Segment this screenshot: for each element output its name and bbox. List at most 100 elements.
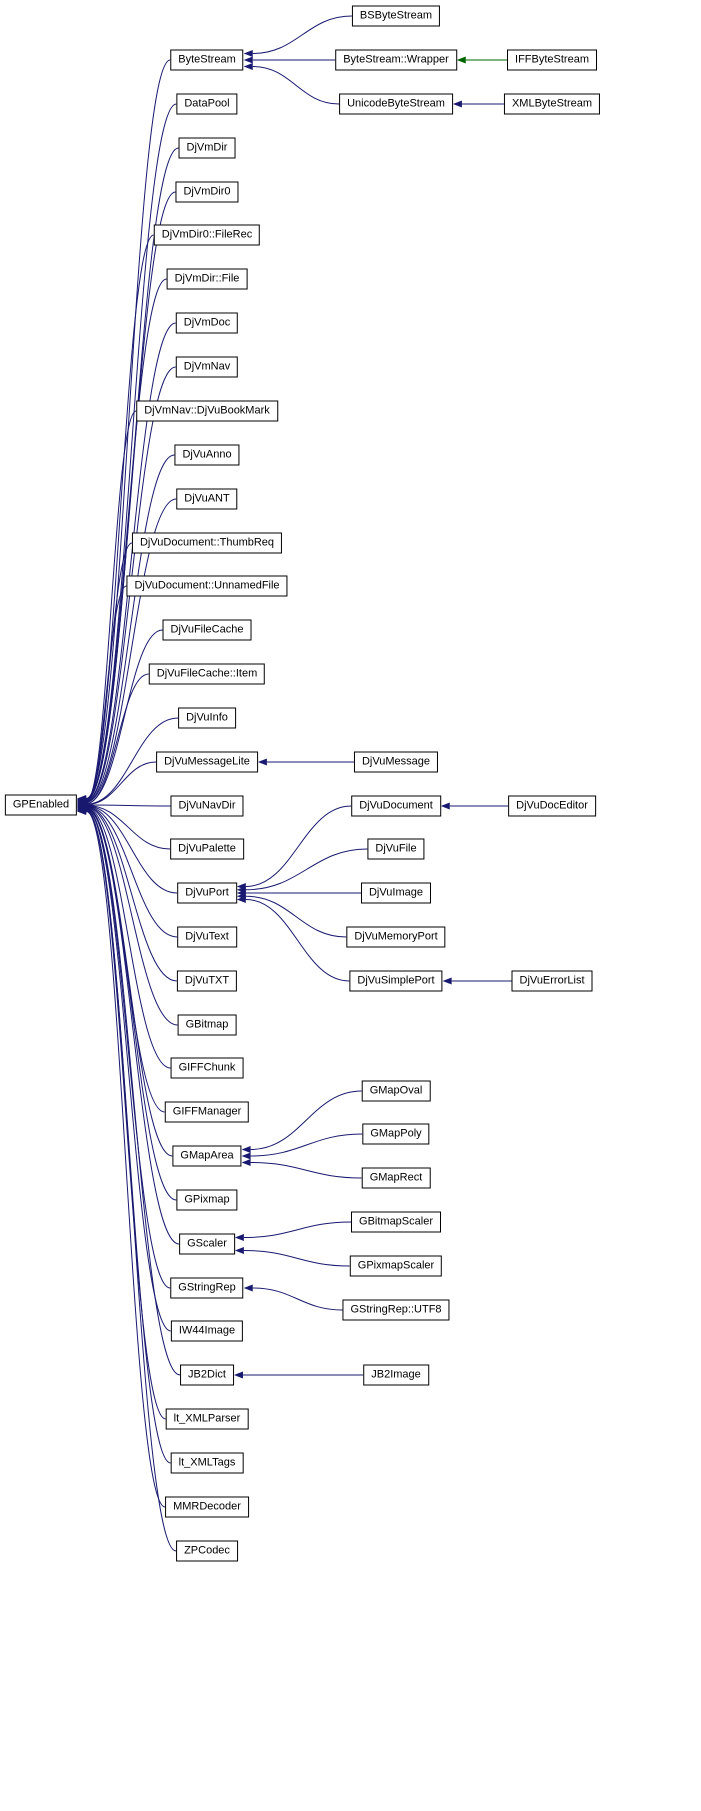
inheritance-edge xyxy=(245,848,368,891)
inheritance-edge xyxy=(243,1250,350,1267)
class-node-djvmnav-djvubookmark[interactable]: DjVmNav::DjVuBookMark xyxy=(136,400,278,422)
class-node-unicodebytestream[interactable]: UnicodeByteStream xyxy=(339,93,453,115)
class-node-gpixmap[interactable]: GPixmap xyxy=(176,1189,238,1211)
inheritance-edge xyxy=(252,15,352,54)
class-node-djvuimage[interactable]: DjVuImage xyxy=(360,882,432,904)
inheritance-arrowhead-icon xyxy=(234,1247,244,1254)
inheritance-edge xyxy=(86,454,175,803)
class-node-djvufilecache[interactable]: DjVuFileCache xyxy=(162,619,252,641)
class-node-djvuerrorlist[interactable]: DjVuErrorList xyxy=(511,970,593,992)
class-node-iw44image[interactable]: IW44Image xyxy=(170,1320,244,1342)
class-node-iffbytestream[interactable]: IFFByteStream xyxy=(507,49,597,71)
class-node-gbitmap[interactable]: GBitmap xyxy=(177,1014,237,1036)
class-node-djvupalette[interactable]: DjVuPalette xyxy=(170,838,244,860)
class-node-djvudocument[interactable]: DjVuDocument xyxy=(351,795,441,817)
inheritance-edge xyxy=(86,806,177,982)
inheritance-edge xyxy=(86,808,180,1245)
inheritance-arrowhead-icon xyxy=(241,1146,251,1153)
class-node-gbitmapscaler[interactable]: GBitmapScaler xyxy=(351,1211,441,1233)
inheritance-arrowhead-icon xyxy=(257,758,267,766)
inheritance-arrowhead-icon xyxy=(234,1234,244,1241)
inheritance-arrowhead-icon xyxy=(452,100,462,108)
class-node-bsbytestream[interactable]: BSByteStream xyxy=(351,5,441,27)
class-node-gmapoval[interactable]: GMapOval xyxy=(361,1080,431,1102)
class-node-djvmdir[interactable]: DjVmDir xyxy=(178,137,236,159)
class-node-djvmdir0[interactable]: DjVmDir0 xyxy=(175,181,239,203)
class-node-djvutext[interactable]: DjVuText xyxy=(177,926,237,948)
inheritance-edge xyxy=(85,585,127,804)
class-node-djvmdir0-filerec[interactable]: DjVmDir0::FileRec xyxy=(153,224,261,246)
inheritance-edge xyxy=(250,1133,363,1157)
inheritance-edge xyxy=(252,66,340,105)
inheritance-edge xyxy=(86,717,179,805)
inheritance-edge xyxy=(85,410,137,803)
class-node-jb2image[interactable]: JB2Image xyxy=(363,1364,429,1386)
class-node-djvusimpleport[interactable]: DjVuSimplePort xyxy=(349,970,443,992)
inheritance-arrowhead-icon xyxy=(440,802,450,810)
class-node-djvumessage[interactable]: DjVuMessage xyxy=(353,751,439,773)
class-node-bytestream[interactable]: ByteStream xyxy=(170,49,244,71)
class-node-djvmdir-file[interactable]: DjVmDir::File xyxy=(166,268,248,290)
class-node-lt-xmltags[interactable]: lt_XMLTags xyxy=(170,1452,244,1474)
class-node-gmaparea[interactable]: GMapArea xyxy=(172,1145,242,1167)
class-node-djvumessagelite[interactable]: DjVuMessageLite xyxy=(156,751,258,773)
class-node-djvuant[interactable]: DjVuANT xyxy=(176,488,238,510)
class-node-giffmanager[interactable]: GIFFManager xyxy=(164,1101,250,1123)
class-node-lt-xmlparser[interactable]: lt_XMLParser xyxy=(165,1408,249,1430)
class-node-gscaler[interactable]: GScaler xyxy=(179,1233,235,1255)
inheritance-arrowhead-icon xyxy=(243,1284,253,1292)
class-node-gpenabled[interactable]: GPEnabled xyxy=(4,794,78,816)
class-node-giffchunk[interactable]: GIFFChunk xyxy=(170,1057,244,1079)
inheritance-edge xyxy=(85,810,166,1508)
inheritance-edge xyxy=(85,103,177,800)
class-node-zpcodec[interactable]: ZPCodec xyxy=(176,1540,238,1562)
class-node-djvuport[interactable]: DjVuPort xyxy=(177,882,237,904)
inheritance-edge xyxy=(86,804,171,850)
inheritance-edge xyxy=(86,498,177,803)
class-node-gstringrep[interactable]: GStringRep xyxy=(170,1277,244,1299)
class-node-djvumemoryport[interactable]: DjVuMemoryPort xyxy=(346,926,446,948)
class-node-djvudocument-unnamedfile[interactable]: DjVuDocument::UnnamedFile xyxy=(126,575,288,597)
inheritance-edge xyxy=(85,278,167,801)
class-node-djvuanno[interactable]: DjVuAnno xyxy=(174,444,240,466)
class-node-datapool[interactable]: DataPool xyxy=(176,93,238,115)
inheritance-edge xyxy=(86,673,149,805)
class-node-gpixmapscaler[interactable]: GPixmapScaler xyxy=(349,1255,443,1277)
inheritance-edge xyxy=(245,899,350,982)
class-node-djvmnav[interactable]: DjVmNav xyxy=(175,356,239,378)
inheritance-edge xyxy=(250,1162,362,1179)
inheritance-edge xyxy=(245,895,347,938)
inheritance-edge xyxy=(86,804,171,807)
class-node-djvuinfo[interactable]: DjVuInfo xyxy=(178,707,236,729)
class-node-djvudocument-thumbreq[interactable]: DjVuDocument::ThumbReq xyxy=(131,532,283,554)
class-node-gmappoly[interactable]: GMapPoly xyxy=(362,1123,430,1145)
inheritance-edge xyxy=(86,805,178,894)
inheritance-edge xyxy=(86,805,178,938)
class-node-djvunavdir[interactable]: DjVuNavDir xyxy=(170,795,244,817)
inheritance-arrowhead-icon xyxy=(243,63,253,70)
inheritance-edge xyxy=(243,1221,352,1238)
inheritance-edge xyxy=(86,761,157,806)
class-node-xmlbytestream[interactable]: XMLByteStream xyxy=(503,93,601,115)
inheritance-arrowhead-icon xyxy=(456,56,466,64)
class-node-bytestream-wrapper[interactable]: ByteStream::Wrapper xyxy=(335,49,457,71)
class-node-djvutxt[interactable]: DjVuTXT xyxy=(176,970,238,992)
inheritance-edge xyxy=(252,1287,343,1311)
inheritance-arrowhead-icon xyxy=(243,50,253,57)
class-node-djvmdoc[interactable]: DjVmDoc xyxy=(175,312,239,334)
class-node-gmaprect[interactable]: GMapRect xyxy=(361,1167,431,1189)
class-node-jb2dict[interactable]: JB2Dict xyxy=(180,1364,234,1386)
class-node-djvufile[interactable]: DjVuFile xyxy=(367,838,425,860)
class-node-mmrdecoder[interactable]: MMRDecoder xyxy=(165,1496,249,1518)
class-node-djvufilecache-item[interactable]: DjVuFileCache::Item xyxy=(148,663,266,685)
inheritance-edge xyxy=(86,322,176,802)
inheritance-arrowhead-icon xyxy=(241,1152,251,1160)
inheritance-edge xyxy=(86,807,177,1201)
inheritance-arrowhead-icon xyxy=(241,1159,251,1166)
class-node-gstringrep-utf8[interactable]: GStringRep::UTF8 xyxy=(342,1299,450,1321)
inheritance-arrowhead-icon xyxy=(442,977,452,985)
inheritance-arrowhead-icon xyxy=(236,896,246,903)
class-node-djvudoceditor[interactable]: DjVuDocEditor xyxy=(508,795,596,817)
inheritance-arrowhead-icon xyxy=(77,808,87,815)
